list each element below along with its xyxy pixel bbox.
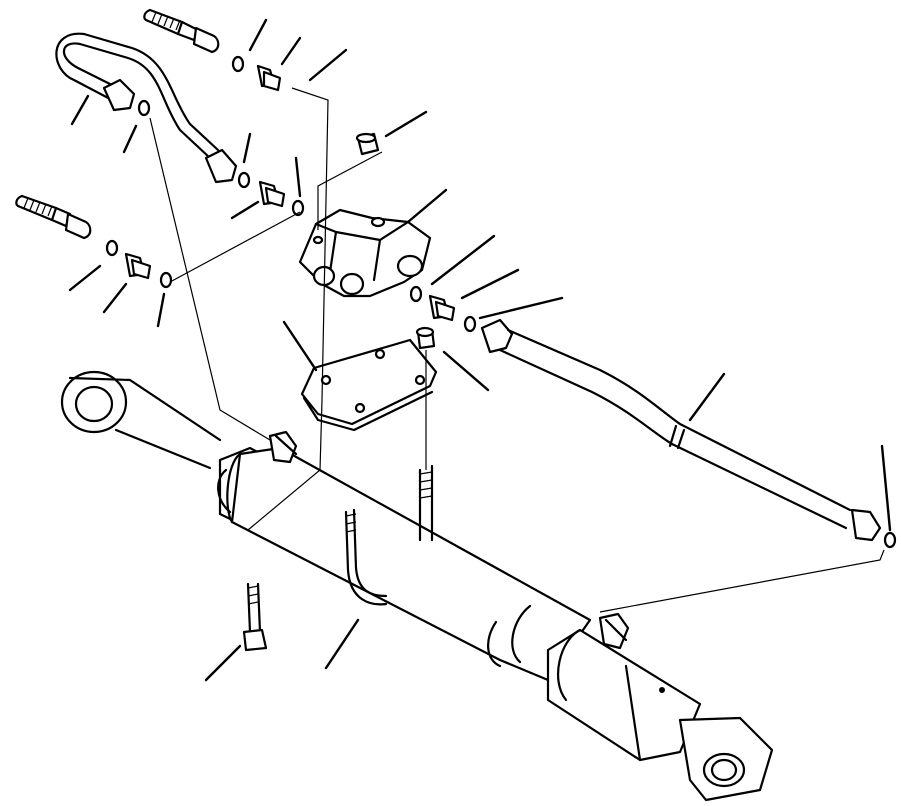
cylinder-head <box>546 628 702 762</box>
hex-bolt <box>242 582 268 652</box>
valve-adapter-right <box>428 294 456 322</box>
cylinder-elbow-fitting-left <box>268 430 298 464</box>
lower-hose-end-fitting <box>15 194 92 240</box>
valve-cap-nut <box>355 132 380 156</box>
upper-adapter-fitting <box>256 64 282 92</box>
cylinder-body <box>226 446 592 682</box>
steel-tube-bent <box>55 32 238 184</box>
cylinder-rod-end-eye <box>60 370 222 470</box>
middle-adapter-fitting <box>258 180 286 208</box>
valve-block <box>298 208 432 298</box>
callout-leaders <box>68 18 892 682</box>
mounting-plate <box>300 338 438 432</box>
cylinder-rod-eye-bottom <box>678 716 774 802</box>
middle-o-ring <box>237 171 251 189</box>
steel-tube-straight <box>480 318 882 542</box>
assembly-lines <box>149 87 885 613</box>
upper-o-ring <box>231 55 245 73</box>
tube-o-ring-right <box>883 531 897 549</box>
valve-o-ring-right <box>409 285 423 303</box>
stud-bolt <box>418 464 434 542</box>
upper-hose-end-fitting <box>143 8 220 54</box>
middle-o-ring-2 <box>291 199 305 217</box>
lower-o-ring <box>105 239 119 257</box>
valve-o-ring-right-2 <box>463 315 477 333</box>
lower-o-ring-2 <box>159 271 173 289</box>
lower-adapter-fitting <box>124 252 152 280</box>
cylinder-elbow-fitting-right <box>598 612 630 650</box>
spacer-nut <box>415 326 436 350</box>
u-bolt-clamp <box>344 508 388 606</box>
